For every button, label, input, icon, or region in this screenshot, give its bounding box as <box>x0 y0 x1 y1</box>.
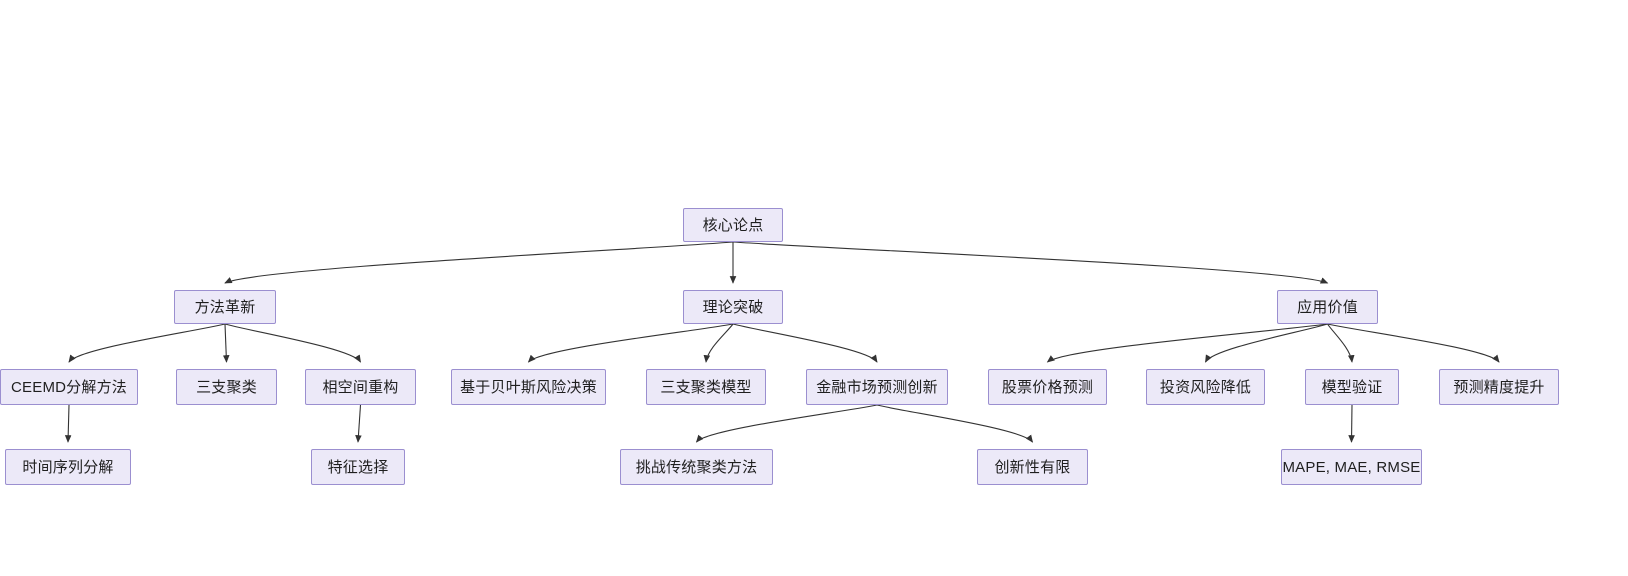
node-label: 核心论点 <box>702 216 764 234</box>
node-root[interactable]: 核心论点 <box>683 208 783 242</box>
node-threewaymodel[interactable]: 三支聚类模型 <box>646 369 766 405</box>
node-featsel[interactable]: 特征选择 <box>311 449 405 485</box>
edge-application-to-accuracyup <box>1327 323 1500 363</box>
edge-modelvalid-to-metrics <box>1348 404 1355 443</box>
node-label: 金融市场预测创新 <box>816 378 938 396</box>
node-label: 基于贝叶斯风险决策 <box>460 378 597 396</box>
node-label: 时间序列分解 <box>22 458 114 476</box>
node-finance[interactable]: 金融市场预测创新 <box>806 369 948 405</box>
node-label: 三支聚类模型 <box>660 378 752 396</box>
node-label: 理论突破 <box>702 298 764 316</box>
node-label: 股票价格预测 <box>1001 378 1094 396</box>
node-ceemd[interactable]: CEEMD分解方法 <box>0 369 138 405</box>
edge-application-to-modelvalid <box>1327 323 1355 363</box>
node-label: MAPE, MAE, RMSE <box>1282 458 1421 476</box>
node-label: 应用价值 <box>1297 298 1358 316</box>
edge-root-to-application <box>732 241 1329 284</box>
edge-phasespace-to-featsel <box>355 404 362 443</box>
node-label: 方法革新 <box>194 298 256 316</box>
node-label: 创新性有限 <box>994 458 1071 476</box>
node-tsdecomp[interactable]: 时间序列分解 <box>5 449 131 485</box>
node-metrics[interactable]: MAPE, MAE, RMSE <box>1281 449 1422 485</box>
node-label: 相空间重构 <box>322 378 399 396</box>
edge-theory-to-threewaymodel <box>703 323 734 363</box>
node-modelvalid[interactable]: 模型验证 <box>1305 369 1399 405</box>
node-threeway[interactable]: 三支聚类 <box>176 369 277 405</box>
node-method[interactable]: 方法革新 <box>174 290 276 324</box>
node-label: 三支聚类 <box>196 378 257 396</box>
edge-ceemd-to-tsdecomp <box>64 404 72 443</box>
node-theory[interactable]: 理论突破 <box>683 290 783 324</box>
node-limited[interactable]: 创新性有限 <box>977 449 1088 485</box>
edge-finance-to-challenge <box>695 404 878 443</box>
node-stockpred[interactable]: 股票价格预测 <box>988 369 1107 405</box>
node-application[interactable]: 应用价值 <box>1277 290 1378 324</box>
node-challenge[interactable]: 挑战传统聚类方法 <box>620 449 773 485</box>
node-label: 特征选择 <box>327 458 389 476</box>
node-label: 模型验证 <box>1321 378 1383 396</box>
edge-application-to-riskdown <box>1205 323 1328 363</box>
edge-method-to-threeway <box>222 323 230 363</box>
node-riskdown[interactable]: 投资风险降低 <box>1146 369 1265 405</box>
node-accuracyup[interactable]: 预测精度提升 <box>1439 369 1559 405</box>
node-label: CEEMD分解方法 <box>11 378 127 396</box>
edge-method-to-phasespace <box>224 323 361 363</box>
node-bayes[interactable]: 基于贝叶斯风险决策 <box>451 369 606 405</box>
node-label: 投资风险降低 <box>1159 378 1252 396</box>
node-label: 预测精度提升 <box>1453 378 1545 396</box>
edge-root-to-method <box>224 241 734 284</box>
edge-theory-to-finance <box>732 323 878 363</box>
edge-theory-to-bayes <box>527 323 734 363</box>
edge-method-to-ceemd <box>68 323 226 363</box>
edge-application-to-stockpred <box>1046 323 1328 363</box>
node-phasespace[interactable]: 相空间重构 <box>305 369 416 405</box>
node-label: 挑战传统聚类方法 <box>635 458 758 476</box>
edge-finance-to-limited <box>876 404 1034 443</box>
